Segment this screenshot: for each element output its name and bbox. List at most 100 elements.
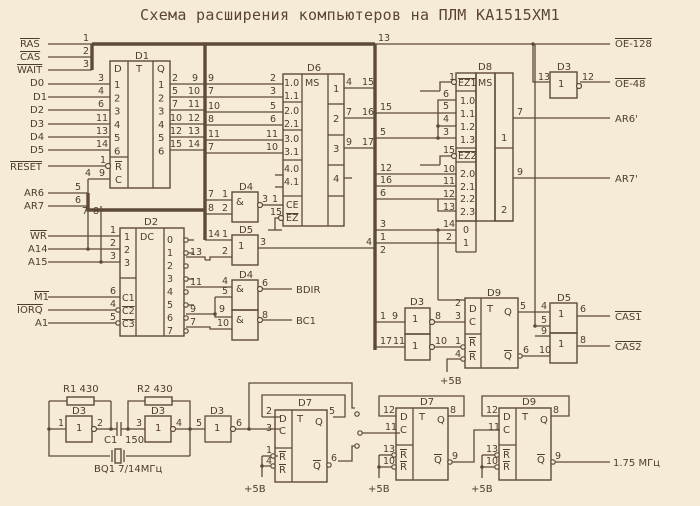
- pin-number: 8: [450, 405, 456, 416]
- pin-number: 10: [435, 336, 447, 347]
- signal-bc1: BC1: [296, 316, 316, 327]
- d8-in: 2.1: [460, 182, 475, 193]
- d4-label: D4: [239, 182, 253, 193]
- d6-in: 4.1: [284, 177, 299, 188]
- d1-t: T: [135, 64, 143, 75]
- pin-number: 11: [443, 176, 455, 187]
- signal-reset: RESET: [10, 162, 43, 173]
- d9-label: D9: [487, 288, 501, 299]
- d7b-s: R: [400, 462, 407, 473]
- pin-number: 6: [523, 345, 529, 356]
- signal-d2: D2: [30, 105, 44, 116]
- frequency-jumper[interactable]: [354, 411, 363, 449]
- d7b-label: D7: [420, 397, 434, 408]
- pin-number: 8: [580, 335, 586, 346]
- pin-number: 2: [455, 298, 461, 309]
- r1-label: R1 430: [63, 384, 99, 395]
- pin-number: 2: [222, 203, 228, 214]
- pin-number: 7: [208, 189, 214, 200]
- d9b-t: T: [521, 412, 529, 423]
- signal-wr: WR: [30, 231, 47, 242]
- d2-output-index: 0: [167, 235, 173, 246]
- d3-osc1-label: D3: [72, 406, 86, 417]
- d2-dc: DC: [140, 232, 154, 243]
- oscillator: R1 430 R2 430 D3 D3 1 1 C1 150 BQ1 7/14М…: [63, 384, 177, 475]
- pin-number: 10: [170, 113, 182, 124]
- d8-ms: MS: [478, 78, 492, 89]
- signal-iorq: IORQ: [17, 305, 43, 316]
- signal-cas: CAS: [20, 52, 40, 63]
- d8-in: 2.0: [460, 169, 475, 180]
- pin-number: 1: [222, 189, 228, 200]
- d9-c: C: [469, 317, 476, 328]
- d1-output-index: 3: [158, 107, 164, 118]
- pin-number: 1: [110, 225, 116, 236]
- d8-label: D8: [478, 62, 492, 73]
- signal-wait: WAIT: [17, 65, 43, 76]
- pin-number: 7: [190, 317, 196, 328]
- pin-number: 2: [172, 73, 178, 84]
- pin-number: 3: [83, 59, 89, 70]
- d1-input-index: 1: [114, 80, 120, 91]
- diagram-title: Схема расширения компьютеров на ПЛМ КА15…: [140, 6, 560, 24]
- power-label: +5В: [368, 484, 390, 495]
- d7a-label: D7: [298, 398, 312, 409]
- pin-number: 3: [270, 86, 276, 97]
- pin-number: 5: [196, 418, 202, 429]
- inv-symbol: 1: [558, 79, 564, 90]
- d6-out: 4: [333, 174, 339, 185]
- d7b-t: T: [418, 412, 426, 423]
- chip-d9-mid: D9 D C T Q Q R R: [460, 288, 523, 369]
- pin-number: 3: [110, 251, 116, 262]
- pin-number: 2: [222, 246, 228, 257]
- d1-input-index: 5: [114, 133, 120, 144]
- chip-d9-b: D9 D C T Q R R Q: [494, 397, 556, 481]
- d6-ez: EZ: [286, 213, 299, 224]
- pin-number: 13: [96, 126, 108, 137]
- d9-d: D: [469, 304, 477, 315]
- pin-number: 12: [188, 113, 200, 124]
- pin-number: 7: [82, 206, 88, 217]
- pin-number: 3: [136, 418, 142, 429]
- d1-label: D1: [135, 51, 149, 62]
- c1-label: C1: [104, 435, 117, 446]
- pin-number: 11: [188, 99, 200, 110]
- signal-clk-out: 1.75 МГц: [613, 458, 660, 469]
- d8-ez1: EZ1: [458, 78, 477, 89]
- pin-number: 5: [110, 312, 116, 323]
- d6-in: 2.1: [284, 119, 299, 130]
- signal-a15: A15: [28, 257, 48, 268]
- d5r-label: D5: [557, 293, 571, 304]
- pin-number: 8: [93, 206, 99, 217]
- d7b-d: D: [400, 412, 408, 423]
- pin-number: 1: [455, 336, 461, 347]
- d8-in: 2.3: [460, 207, 475, 218]
- pin-number: 7: [517, 107, 523, 118]
- pin-number: 9: [346, 137, 352, 148]
- chip-d5-right: D5 1 1: [549, 293, 578, 364]
- d1-input-index: 6: [114, 147, 120, 158]
- pin-number: 3: [380, 219, 386, 230]
- pin-number: 13: [378, 33, 390, 44]
- pin-number: 1: [380, 311, 386, 322]
- d9b-r: R: [503, 450, 510, 461]
- pin-number: 1: [100, 155, 106, 166]
- signal-ar7p: AR7': [615, 174, 638, 185]
- inversion-bubble: [183, 263, 189, 269]
- pin-number: 12: [380, 163, 392, 174]
- pin-number: 3: [266, 423, 272, 434]
- pin-number: 10: [188, 86, 200, 97]
- pin-number: 7: [346, 107, 352, 118]
- pin-number: 8: [208, 114, 214, 125]
- pin-number: 10: [217, 318, 229, 329]
- power-label: +5В: [440, 376, 462, 387]
- pin-number: 2: [446, 232, 452, 243]
- pin-number: 11: [385, 422, 397, 433]
- pin-number: 5: [541, 315, 547, 326]
- d9-t: T: [486, 304, 494, 315]
- pin-number: 2: [270, 73, 276, 84]
- d6-in: 1.0: [284, 78, 299, 89]
- power-label: +5В: [244, 484, 266, 495]
- d1-output-index: 1: [158, 80, 164, 91]
